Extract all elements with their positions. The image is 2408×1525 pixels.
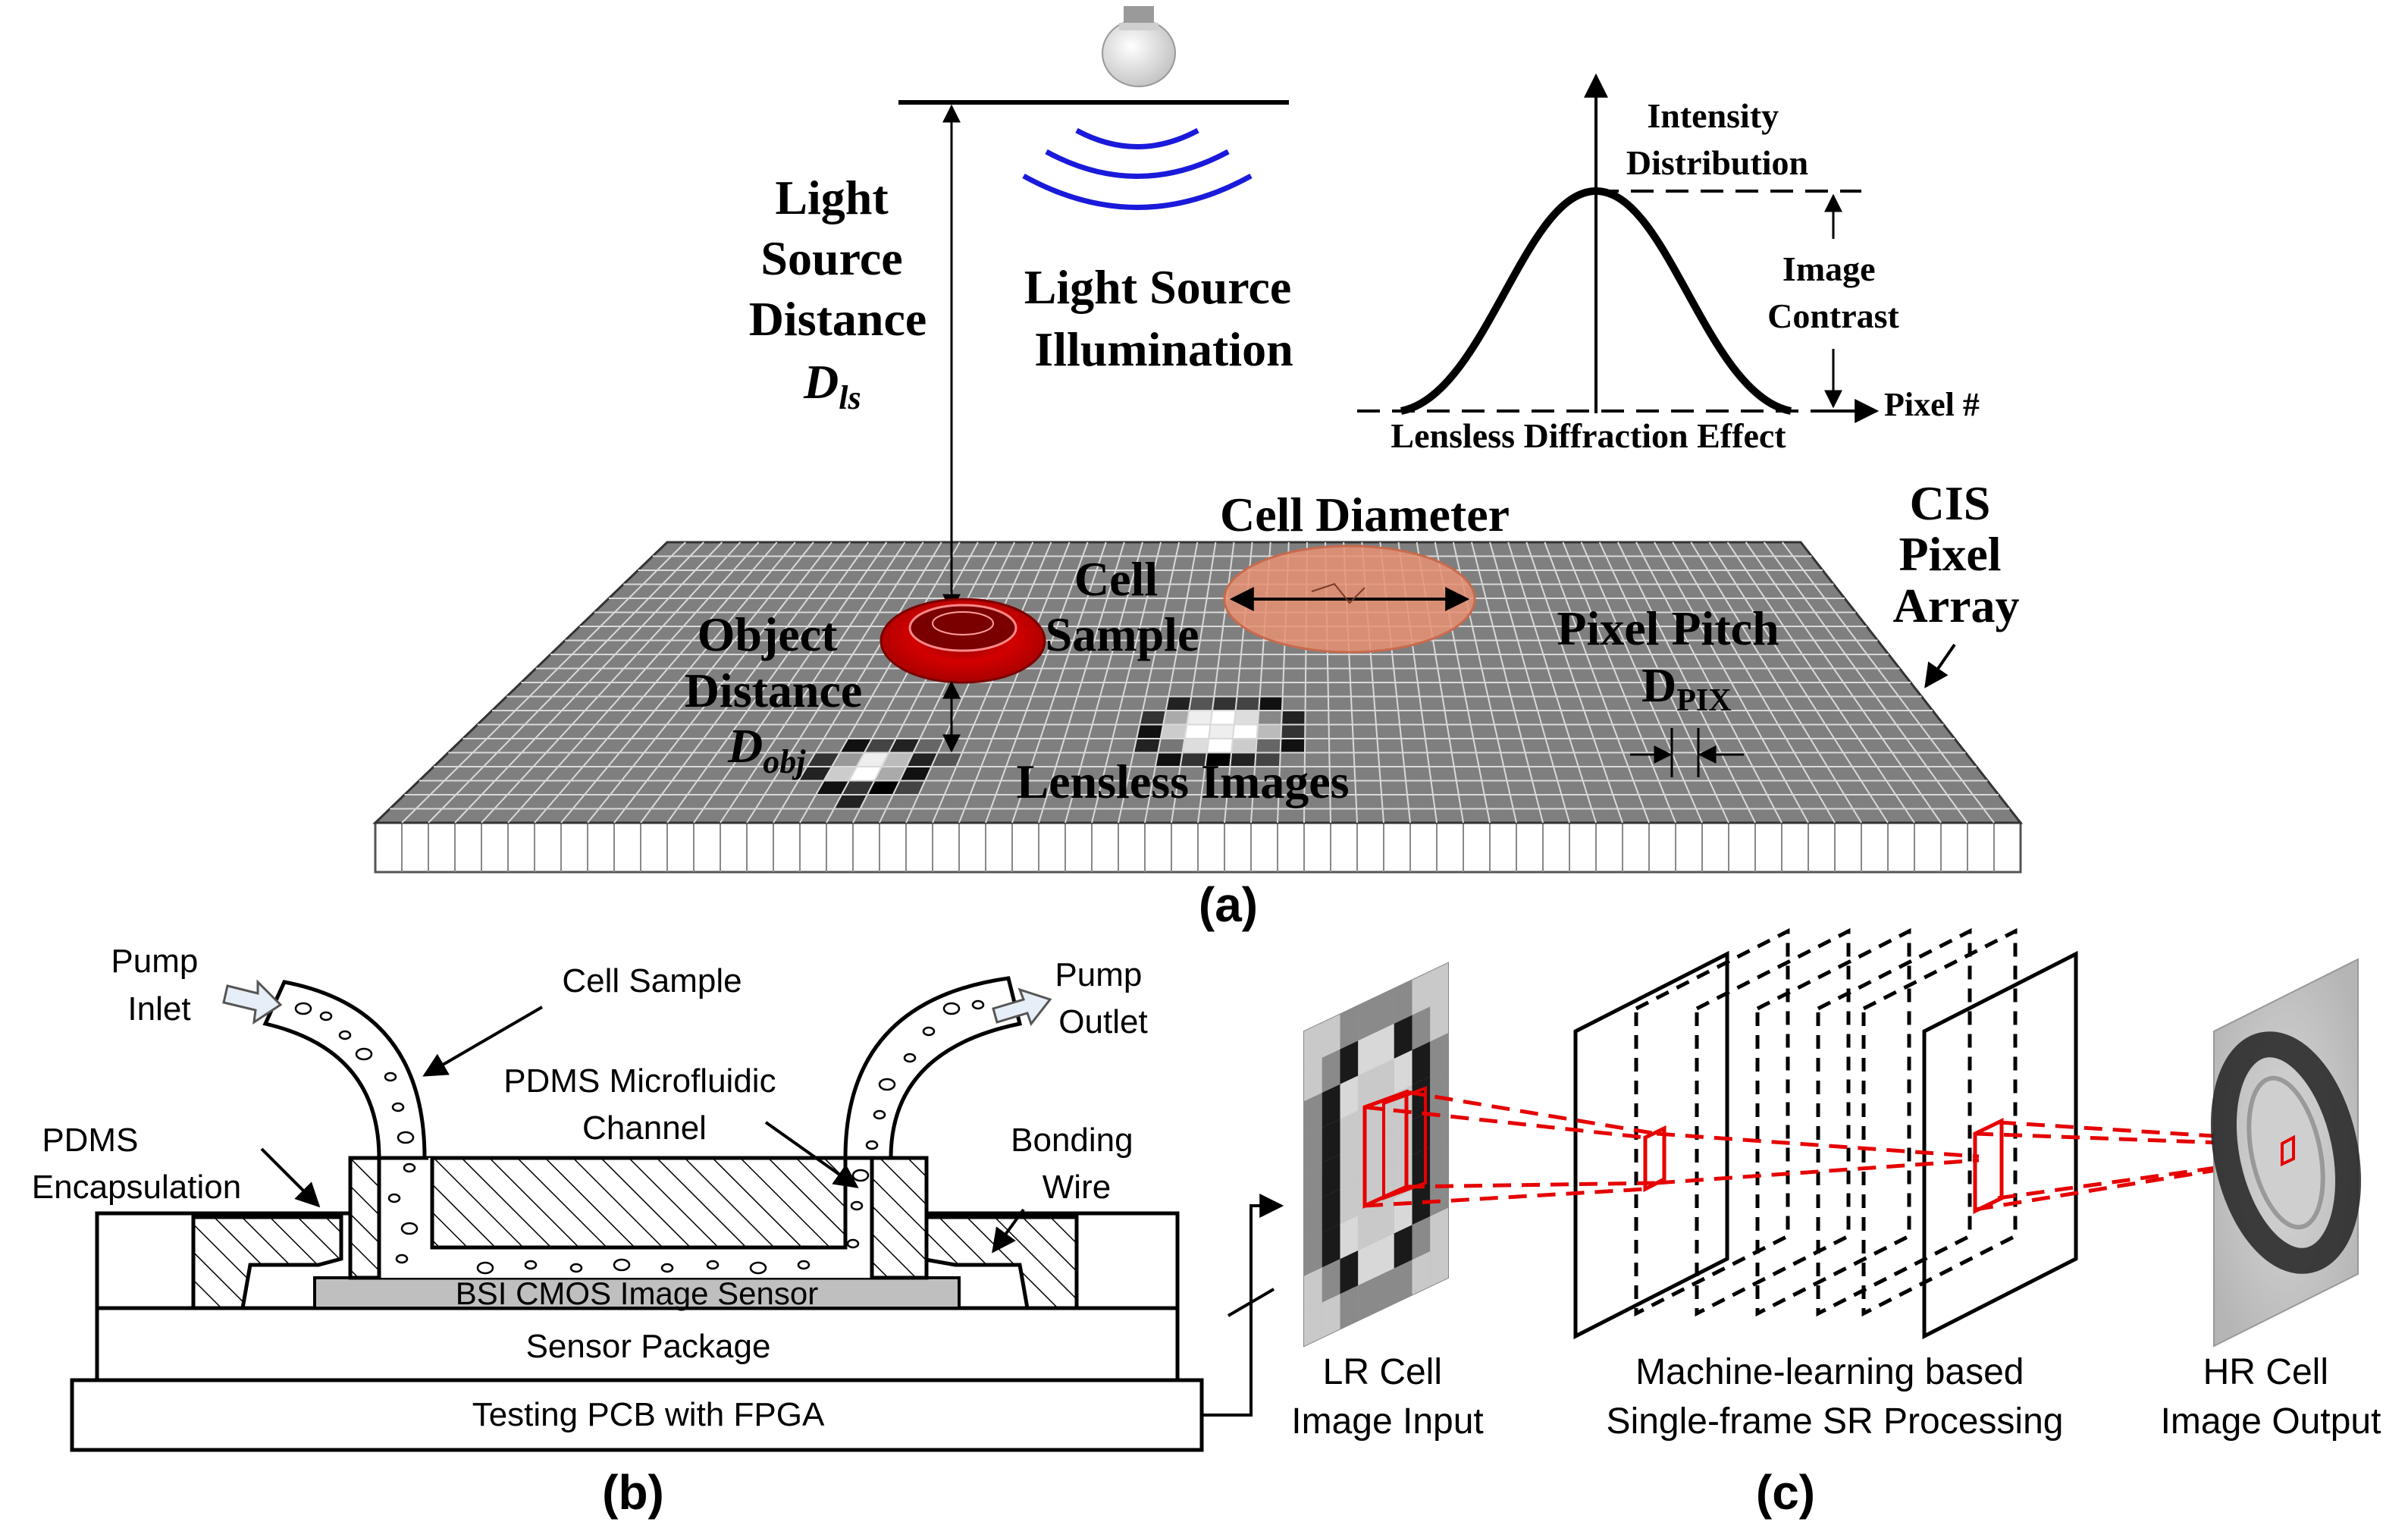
pixel-axis-label: Pixel # bbox=[1884, 386, 1980, 423]
receptive-field-lines bbox=[1364, 1090, 2298, 1212]
inlet-tube bbox=[262, 980, 427, 1160]
pdms-microfluidic-channel-label: PDMS Microfluidic Channel bbox=[503, 1062, 785, 1147]
panel-b-label: (b) bbox=[602, 1465, 664, 1520]
red-blood-cell bbox=[879, 598, 1046, 684]
hr-cell-image bbox=[2210, 958, 2362, 1348]
image-contrast-label: Image Contrast bbox=[1767, 249, 1899, 335]
panel-c: LR Cell Image Input Machine-learning bas… bbox=[1291, 927, 2381, 1520]
bonding-wire-label: Bonding Wire bbox=[1011, 1122, 1143, 1206]
pdms-encapsulation-left bbox=[191, 1215, 343, 1310]
feature-patch-2 bbox=[1973, 1118, 2004, 1214]
pixel-array-side bbox=[374, 821, 2022, 874]
pixel-pitch-symbol: DPIX bbox=[1641, 658, 1732, 718]
pcb-to-input-connector bbox=[1202, 1194, 1284, 1417]
cell-sample-label-a: Cell Sample bbox=[1046, 552, 1199, 661]
light-waves bbox=[1022, 127, 1253, 210]
object-distance-label: Object Distance bbox=[685, 607, 863, 717]
pump-outlet-label: Pump Outlet bbox=[1055, 956, 1151, 1040]
cell-particles bbox=[294, 999, 985, 1275]
sensor-package-layer bbox=[95, 1306, 1180, 1382]
encapsulation-pointer bbox=[260, 1147, 321, 1208]
panel-b: BSI CMOS Image Sensor Pump Inlet Pump Ou… bbox=[32, 943, 1204, 1520]
testing-pcb-label: Testing PCB with FPGA bbox=[472, 1396, 825, 1433]
pixel-pitch-label: Pixel Pitch bbox=[1557, 601, 1779, 655]
connector-tick bbox=[1227, 1288, 1275, 1317]
hr-output-label: HR Cell Image Output bbox=[2161, 1352, 2381, 1442]
cis-pointer-arrow bbox=[1924, 643, 1956, 689]
channel-pointer bbox=[764, 1121, 859, 1188]
light-bulb-icon bbox=[1102, 6, 1176, 87]
bonding-wire-pointer bbox=[992, 1208, 1025, 1254]
light-source-illumination-label: Light Source Illumination bbox=[1024, 260, 1304, 376]
sr-processing-label: Machine-learning based Single-frame SR P… bbox=[1607, 1352, 2064, 1442]
panel-a: Light Source Distance Dls Light Source I… bbox=[372, 6, 2024, 932]
sensor-package-label: Sensor Package bbox=[526, 1328, 771, 1365]
feature-patch-1 bbox=[1643, 1125, 1666, 1193]
lr-input-label: LR Cell Image Input bbox=[1291, 1352, 1484, 1442]
object-distance-symbol: Dobj bbox=[727, 719, 806, 780]
lensless-diffraction-effect-label: Lensless Diffraction Effect bbox=[1391, 416, 1786, 455]
outlet-tube bbox=[843, 976, 1023, 1160]
cis-pixel-array-grid bbox=[372, 541, 2024, 824]
panel-a-label: (a) bbox=[1199, 877, 1258, 932]
intensity-distribution-label: Intensity Distribution bbox=[1626, 96, 1808, 182]
pump-outlet-arrow bbox=[992, 987, 1052, 1027]
lr-cell-image bbox=[1303, 962, 1449, 1348]
sr-network-layers bbox=[1573, 927, 2078, 1340]
pump-inlet-label: Pump Inlet bbox=[111, 943, 207, 1028]
panel-c-label: (c) bbox=[1756, 1465, 1815, 1520]
light-source-distance-label: Light Source Distance bbox=[749, 171, 927, 346]
bsi-cmos-label: BSI CMOS Image Sensor bbox=[456, 1276, 819, 1311]
pump-inlet-arrow bbox=[222, 979, 283, 1025]
cell-diameter-label: Cell Diameter bbox=[1220, 488, 1510, 541]
lensless-images-label: Lensless Images bbox=[1016, 755, 1349, 808]
cis-pixel-array-label: CIS Pixel Array bbox=[1892, 476, 2019, 632]
light-source-distance-symbol: Dls bbox=[803, 355, 861, 416]
cell-sample-label-b: Cell Sample bbox=[562, 962, 742, 999]
pdms-encapsulation-label: PDMS Encapsulation bbox=[32, 1122, 241, 1206]
cell-sample-pointer bbox=[422, 1006, 544, 1077]
testing-pcb-layer bbox=[70, 1378, 1204, 1452]
large-cell-sample bbox=[1223, 544, 1476, 654]
pixel-pitch-arrows bbox=[1630, 728, 1744, 777]
intensity-distribution-plot bbox=[1357, 73, 1880, 423]
